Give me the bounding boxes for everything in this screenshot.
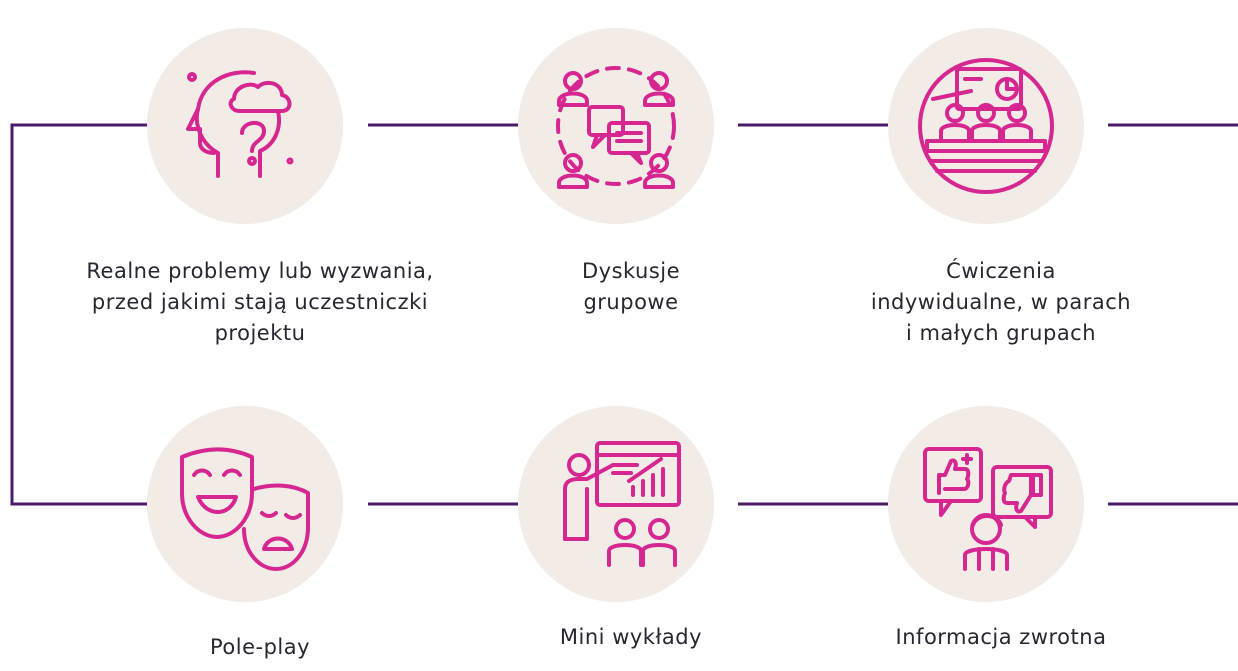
circle-real-problems: [147, 28, 343, 224]
label-real-problems: Realne problemy lub wyzwania, przed jaki…: [86, 259, 434, 345]
presentation-group-icon: [918, 58, 1054, 194]
label-role-play: Pole-play: [209, 635, 311, 659]
circle-feedback: [888, 406, 1084, 602]
label-mini-lectures: Mini wykłady: [559, 625, 703, 649]
theater-masks-icon: [180, 447, 310, 571]
label-feedback: Informacja zwrotna: [895, 625, 1107, 649]
label-group-discussion: Dyskusje grupowe: [581, 259, 681, 314]
group-discussion-icon: [556, 66, 676, 189]
circle-exercises: [888, 28, 1084, 224]
circle-mini-lectures: [518, 406, 714, 602]
left-bracket-line: [10, 123, 148, 506]
feedback-thumbs-icon: [923, 447, 1053, 571]
head-question-brain-icon: [186, 70, 294, 178]
circle-group-discussion: [518, 28, 714, 224]
circle-role-play: [147, 406, 343, 602]
label-exercises: Ćwiczenia indywidualne, w parach i małyc…: [870, 259, 1132, 345]
lecture-board-icon: [563, 441, 681, 567]
